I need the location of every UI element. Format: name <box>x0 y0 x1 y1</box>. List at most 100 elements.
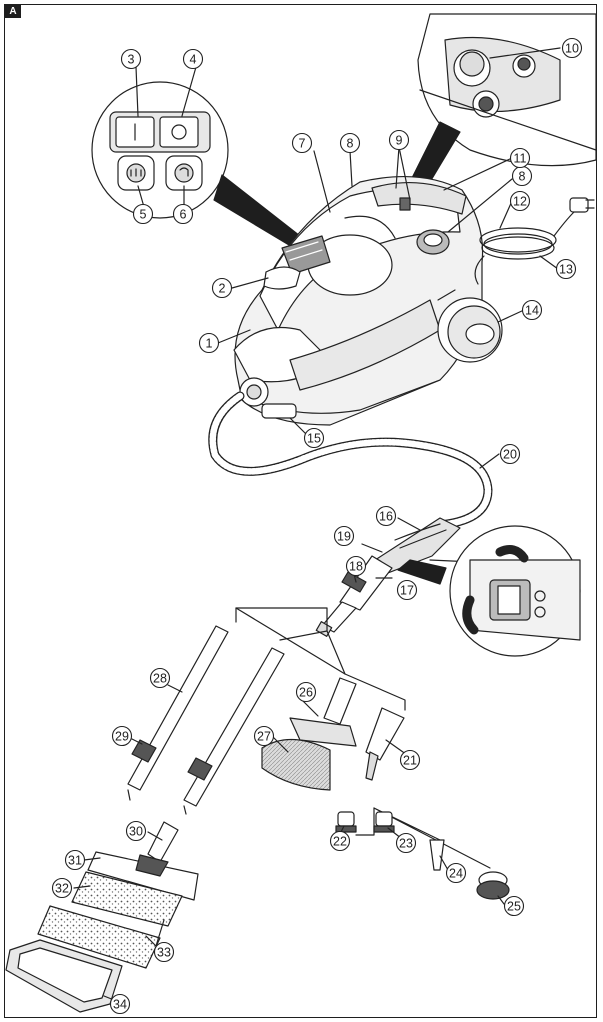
callout-25: 25 <box>503 895 525 917</box>
callout-number: 16 <box>379 509 393 523</box>
callout-16: 16 <box>375 505 397 527</box>
callout-19: 19 <box>333 525 355 547</box>
callout-7: 7 <box>291 132 313 154</box>
callout-circle <box>509 190 531 212</box>
callout-circle <box>153 941 175 963</box>
callout-number: 10 <box>565 41 579 55</box>
callout-number: 3 <box>128 52 135 66</box>
callout-4: 4 <box>182 48 204 70</box>
power-cord <box>474 197 595 285</box>
callout-5: 5 <box>132 203 154 225</box>
floor-nozzle <box>87 821 199 901</box>
callout-33: 33 <box>153 941 175 963</box>
callout-circle <box>339 132 361 154</box>
callout-24: 24 <box>445 862 467 884</box>
callout-1: 1 <box>198 332 220 354</box>
callout-8: 8 <box>511 165 533 187</box>
callout-number: 34 <box>113 997 127 1011</box>
callout-12: 12 <box>509 190 531 212</box>
valve-detail <box>395 13 597 213</box>
steam-gun <box>315 517 561 637</box>
callout-circle <box>149 667 171 689</box>
callout-circle <box>445 862 467 884</box>
callout-10: 10 <box>561 37 583 59</box>
control-panel-detail <box>91 81 301 249</box>
gun-switch-detail <box>449 525 581 657</box>
callout-number: 14 <box>525 303 539 317</box>
callout-circle <box>172 203 194 225</box>
callout-circle <box>375 505 397 527</box>
callout-number: 12 <box>513 194 527 208</box>
steam-cleaner-body <box>233 175 503 426</box>
callout-number: 20 <box>503 447 517 461</box>
callout-32: 32 <box>51 877 73 899</box>
callout-number: 33 <box>157 945 171 959</box>
callout-circle <box>396 579 418 601</box>
callout-circle <box>521 299 543 321</box>
callout-number: 8 <box>347 136 354 150</box>
callout-31: 31 <box>64 849 86 871</box>
figure-frame <box>4 4 597 1018</box>
callout-number: 15 <box>307 431 321 445</box>
callout-number: 27 <box>257 729 271 743</box>
callout-circle <box>109 993 131 1015</box>
callout-number: 7 <box>299 136 306 150</box>
callout-number: 17 <box>400 583 414 597</box>
callout-20: 20 <box>499 443 521 465</box>
callout-circle <box>503 895 525 917</box>
callout-circle <box>395 832 417 854</box>
callout-21: 21 <box>399 749 421 771</box>
callout-circle <box>555 258 577 280</box>
callout-17: 17 <box>396 579 418 601</box>
callout-circle <box>120 48 142 70</box>
callout-circle <box>329 830 351 852</box>
callout-11: 11 <box>509 147 531 169</box>
callout-26: 26 <box>295 681 317 703</box>
callout-number: 31 <box>68 853 82 867</box>
callout-13: 13 <box>555 258 577 280</box>
callout-number: 28 <box>153 671 167 685</box>
callout-number: 21 <box>403 753 417 767</box>
callout-number: 26 <box>299 685 313 699</box>
hand-nozzle <box>261 677 357 791</box>
callout-circle <box>345 555 367 577</box>
callout-9: 9 <box>388 129 410 151</box>
callout-circle <box>499 443 521 465</box>
steam-hose <box>208 391 493 530</box>
callout-circle <box>64 849 86 871</box>
callout-circle <box>561 37 583 59</box>
callout-circle <box>198 332 220 354</box>
round-brushes <box>335 811 510 900</box>
detail-nozzle <box>365 707 405 781</box>
callout-number: 8 <box>519 169 526 183</box>
callout-circle <box>51 877 73 899</box>
accessory-bracket <box>235 607 491 869</box>
callout-number: 6 <box>180 207 187 221</box>
callout-circle <box>111 725 133 747</box>
callout-23: 23 <box>395 832 417 854</box>
callout-number: 19 <box>337 529 351 543</box>
callout-number: 24 <box>449 866 463 880</box>
callout-6: 6 <box>172 203 194 225</box>
callout-circle <box>132 203 154 225</box>
callout-22: 22 <box>329 830 351 852</box>
callout-number: 23 <box>399 836 413 850</box>
callout-circle <box>253 725 275 747</box>
cloths <box>37 871 183 969</box>
callout-circle <box>303 427 325 449</box>
callout-number: 4 <box>190 52 197 66</box>
callout-28: 28 <box>149 667 171 689</box>
callout-circle <box>509 147 531 169</box>
callout-number: 5 <box>140 207 147 221</box>
callout-circle <box>295 681 317 703</box>
callout-number: 25 <box>507 899 521 913</box>
callout-number: 2 <box>219 281 226 295</box>
callout-number: 18 <box>349 559 363 573</box>
callout-circle <box>182 48 204 70</box>
callout-number: 11 <box>514 151 527 165</box>
callout-8: 8 <box>339 132 361 154</box>
callout-27: 27 <box>253 725 275 747</box>
callout-circle <box>399 749 421 771</box>
callout-circle <box>291 132 313 154</box>
